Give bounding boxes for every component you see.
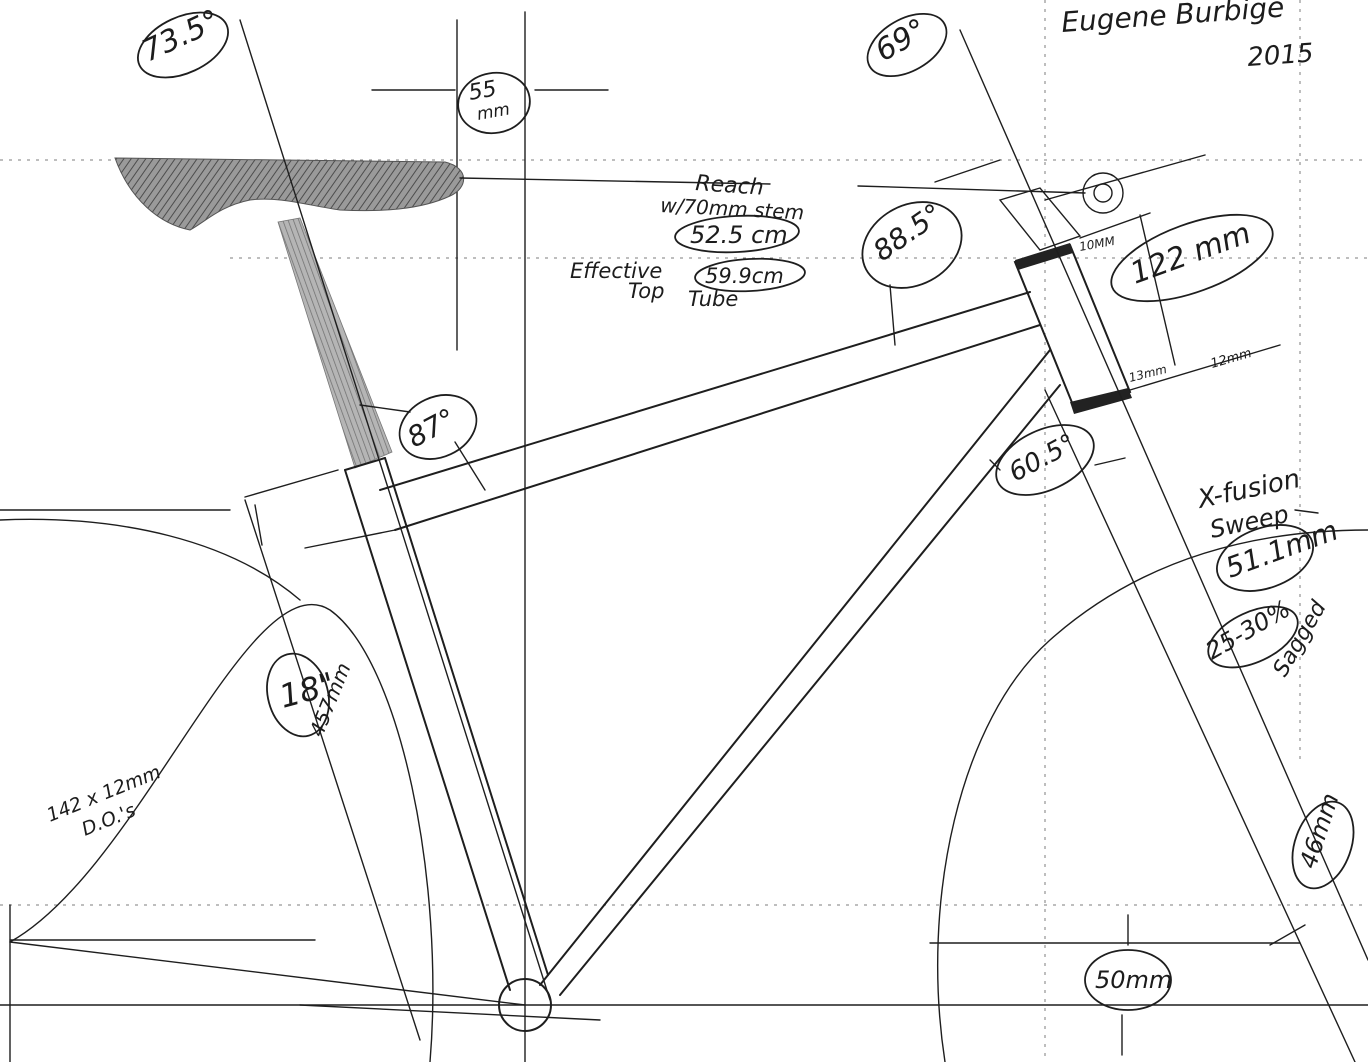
top-tube-head-angle: 88.5°	[867, 197, 948, 268]
ett-value: 59.9cm	[705, 264, 784, 288]
fork-offset: 46mm	[1294, 790, 1345, 872]
lower-cup: 13mm	[1127, 362, 1168, 385]
author-year: 2015	[1246, 38, 1314, 73]
annotation-ovals	[137, 11, 1355, 1011]
head-tube-angle: 69°	[870, 12, 934, 69]
reach-value: 52.5 cm	[690, 221, 788, 249]
bicycle-frame	[9, 19, 1368, 1062]
bb-drop: 50mm	[1095, 966, 1172, 994]
ett-label-3: Tube	[688, 287, 738, 311]
saddle-drawing	[114, 157, 465, 231]
lower-cup-2: 12mm	[1209, 346, 1253, 372]
seatpost-drawing	[277, 217, 393, 469]
rear-wheel	[0, 518, 434, 1062]
head-tube-length: 122 mm	[1126, 216, 1256, 292]
stack-spacer: 10MM	[1078, 234, 1116, 254]
setback-unit: mm	[475, 99, 511, 124]
dimension-lines	[244, 159, 1319, 1056]
setback-value: 55	[467, 76, 499, 105]
ett-label-2: Top	[628, 279, 664, 303]
reach-stem: w/70mm stem	[660, 193, 805, 224]
annotations-text: Eugene Burbige 2015 73.5° 69° 88.5° 87° …	[44, 0, 1345, 994]
ett-label-1: Effective	[570, 259, 662, 283]
author-name: Eugene Burbige	[1060, 0, 1285, 39]
head-down-angle: 60.5°	[1004, 428, 1081, 488]
front-wheel	[937, 529, 1368, 1062]
reach-label: Reach	[695, 171, 765, 201]
